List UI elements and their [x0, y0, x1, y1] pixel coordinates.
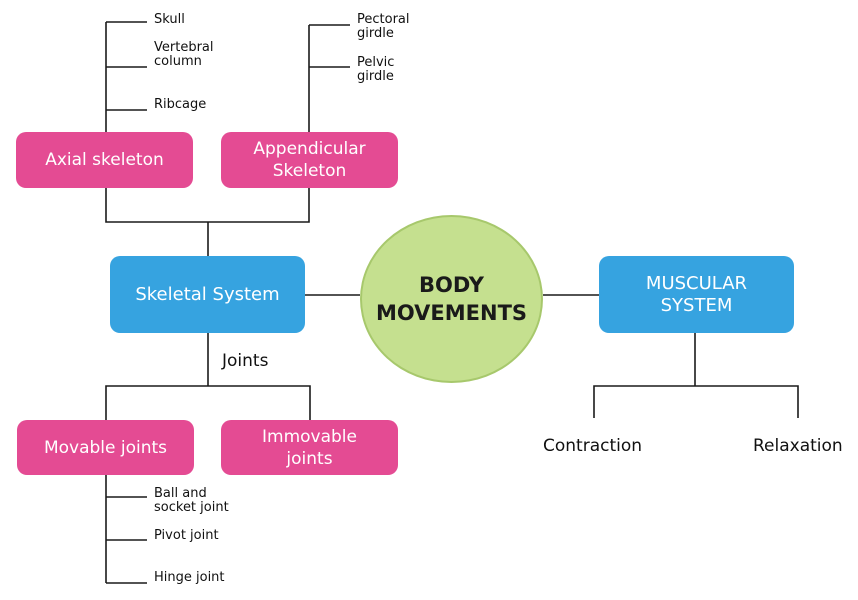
immovable-joints-node: Immovable joints [221, 420, 398, 475]
muscular-system-title: MUSCULAR SYSTEM [645, 272, 748, 316]
appendicular-skeleton-node: Appendicular Skeleton [221, 132, 398, 188]
leaf-ribcage: Ribcage [154, 97, 207, 112]
leaf-pelvic-girdle: Pelvic girdle [357, 55, 395, 84]
immovable-joints-title: Immovable joints [262, 426, 357, 469]
movable-joints-title: Movable joints [43, 437, 168, 458]
skeletal-system-title: Skeletal System [135, 283, 280, 305]
relaxation-label: Relaxation [753, 436, 843, 456]
axial-skeleton-title: Axial skeleton [45, 150, 164, 170]
axial-skeleton-node: Axial skeleton [16, 132, 193, 188]
leaf-skull: Skull [154, 12, 185, 27]
skeletal-system-node: Skeletal System [110, 256, 305, 333]
center-title: BODY MOVEMENTS [375, 273, 528, 325]
skeleton-bracket [105, 188, 310, 223]
joints-label: Joints [222, 351, 269, 371]
joints-bracket [105, 385, 311, 420]
leaf-pivot-joint: Pivot joint [154, 528, 219, 543]
muscular-bracket [593, 385, 799, 418]
leaf-ball-socket-joint: Ball and socket joint [154, 486, 229, 515]
leaf-pectoral-girdle: Pectoral girdle [357, 12, 410, 41]
appendicular-skeleton-title: Appendicular Skeleton [253, 139, 366, 181]
leaf-vertebral-column: Vertebral column [154, 40, 214, 69]
center-node: BODY MOVEMENTS [360, 215, 543, 383]
movable-joints-node: Movable joints [17, 420, 194, 475]
contraction-label: Contraction [543, 436, 643, 456]
leaf-hinge-joint: Hinge joint [154, 570, 225, 585]
muscular-system-node: MUSCULAR SYSTEM [599, 256, 794, 333]
